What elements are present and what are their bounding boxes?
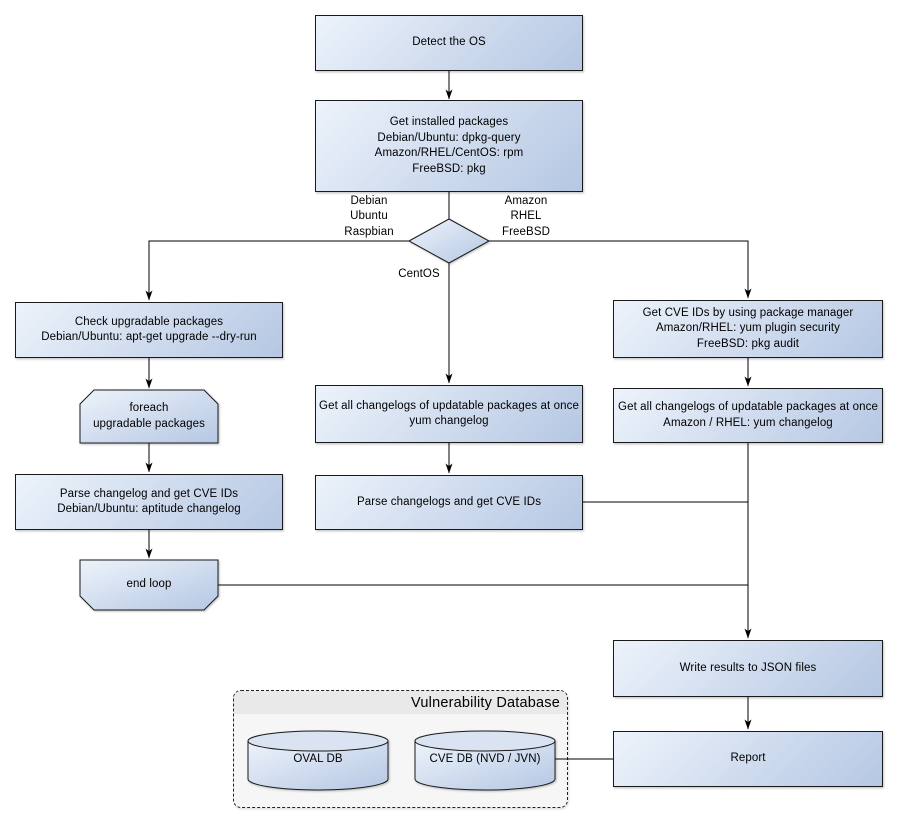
text-line: CentOS (398, 268, 440, 281)
text-line: FreeBSD: pkg audit (696, 337, 800, 350)
text-line: Amazon (504, 194, 548, 207)
node-get-changelogs-yum: Get all changelogs of updatable packages… (315, 385, 583, 443)
text-line: Check upgradable packages (74, 315, 224, 328)
text-line: Raspbian (344, 225, 394, 238)
text-line: Get all changelogs of updatable packages… (618, 401, 878, 413)
text-line: Detect the OS (412, 36, 486, 49)
text-line: Debian/Ubuntu: apt-get upgrade --dry-run (41, 331, 257, 343)
text-line: foreach (129, 402, 169, 414)
oval-db-cylinder (247, 730, 389, 791)
node-report: Report (613, 731, 883, 787)
node-detect-os: Detect the OS (315, 15, 583, 71)
text-line: yum changelog (409, 415, 489, 427)
text-line: Amazon/RHEL/CentOS: rpm (374, 147, 524, 159)
text-line: Write results to JSON files (679, 661, 817, 674)
text-line: FreeBSD (502, 225, 550, 238)
text-line: Get installed packages (389, 116, 509, 128)
text-line: Debian (350, 194, 388, 207)
node-write-results-json: Write results to JSON files (613, 640, 883, 697)
text-line: Ubuntu (350, 210, 388, 223)
branch-label-centos: CentOS (359, 267, 479, 283)
text-line: upgradable packages (93, 417, 205, 430)
text-line: Report (730, 752, 766, 765)
node-parse-changelogs-yum: Parse changelogs and get CVE IDs (315, 475, 583, 530)
text-line: Debian/Ubuntu: aptitude changelog (57, 503, 241, 515)
text-line: end loop (126, 578, 172, 591)
node-end-loop-label: end loop (80, 560, 218, 610)
node-end-loop-shape (79, 559, 219, 611)
text-line: RHEL (510, 210, 542, 223)
node-os-decision-diamond (407, 218, 491, 264)
text-line: Parse changelogs and get CVE IDs (356, 495, 542, 508)
text-line: Amazon / RHEL: yum changelog (663, 416, 833, 429)
text-line: Get CVE IDs by using package manager (642, 306, 854, 319)
node-foreach-loop-shape (79, 389, 219, 444)
connector-decision-to-check-upgradable (145, 240, 409, 301)
text-line: Get all changelogs of updatable packages… (319, 399, 579, 412)
text-line: Parse changelog and get CVE IDs (59, 487, 239, 500)
node-foreach-loop-label: foreach upgradable packages (80, 390, 218, 443)
cve-db-label: CVE DB (NVD / JVN) (429, 753, 541, 766)
text-line: Debian/Ubuntu: dpkg-query (377, 131, 521, 144)
connector-decision-to-get-cve-ids (489, 240, 752, 299)
text-line: FreeBSD: pkg (412, 162, 486, 175)
cve-db-cylinder (414, 730, 556, 791)
node-get-changelogs-amazon-rhel: Get all changelogs of updatable packages… (613, 388, 883, 443)
vulnerability-database-title: Vulnerability Database (234, 691, 567, 714)
text-line: Amazon/RHEL: yum plugin security (655, 322, 841, 335)
oval-db-label: OVAL DB (293, 753, 343, 766)
